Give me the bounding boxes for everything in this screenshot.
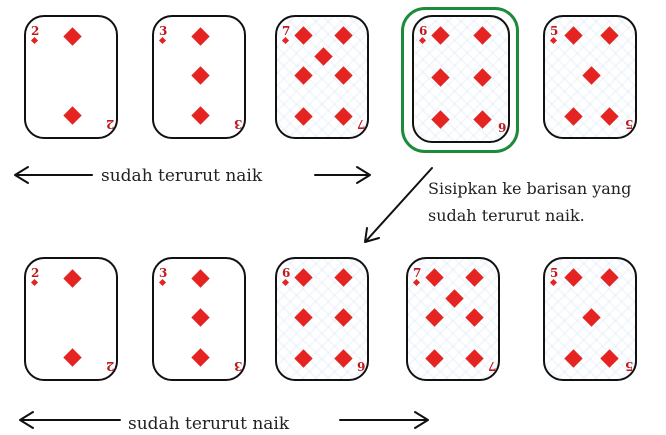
instruction-line-2: sudah terurut naik.	[428, 206, 585, 225]
card-bottom-6-diamonds: 6 6	[275, 257, 369, 381]
selection-highlight	[401, 7, 519, 153]
card-rank: 3	[159, 266, 168, 280]
card-rank: 7	[282, 24, 291, 38]
sorted-label-top: sudah terurut naik	[101, 166, 263, 186]
card-top-5-diamonds: 5 5	[543, 15, 637, 139]
card-rank: 5	[550, 266, 559, 280]
card-rank: 6	[282, 266, 291, 280]
double-arrow-icon-bottom	[19, 411, 429, 429]
insert-arrow-icon	[364, 167, 433, 243]
card-bottom-3-diamonds: 3 3	[152, 257, 246, 381]
double-arrow-icon-top	[14, 166, 371, 184]
card-top-6-diamonds: 6 6	[412, 15, 510, 143]
card-rank: 2	[31, 24, 40, 38]
card-top-2-diamonds: 2 2	[24, 15, 118, 139]
card-rank: 5	[550, 24, 559, 38]
card-bottom-2-diamonds: 2 2	[24, 257, 118, 381]
card-rank: 3	[159, 24, 168, 38]
card-rank: 6	[419, 24, 428, 38]
card-bottom-5-diamonds: 5 5	[543, 257, 637, 381]
card-top-7-diamonds: 7 7	[275, 15, 369, 139]
card-rank: 7	[413, 266, 422, 280]
sorted-label-bottom: sudah terurut naik	[128, 414, 290, 434]
instruction-line-1: Sisipkan ke barisan yang	[428, 179, 632, 198]
card-top-3-diamonds: 3 3	[152, 15, 246, 139]
card-bottom-7-diamonds: 7 7	[406, 257, 500, 381]
instruction-note: Sisipkan ke barisan yang sudah terurut n…	[428, 175, 631, 229]
card-rank: 2	[31, 266, 40, 280]
